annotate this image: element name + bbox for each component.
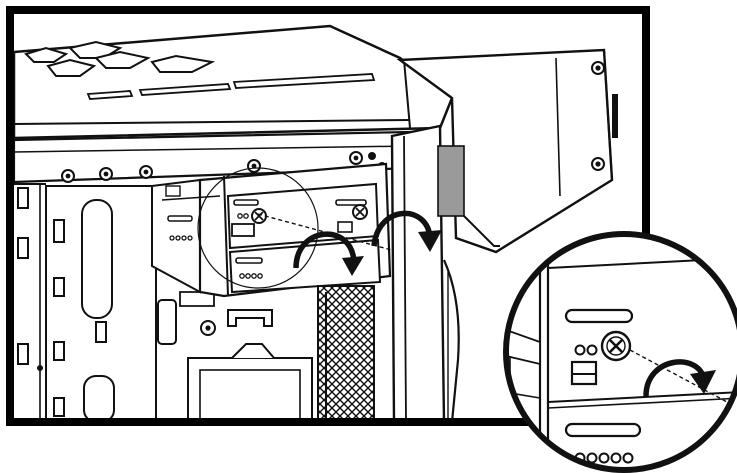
case-top-panel [14, 24, 454, 140]
callout-magnified-detail [503, 231, 737, 473]
magnify-source-circle [197, 167, 319, 289]
hinge-bracket [437, 145, 465, 217]
main-view [6, 6, 650, 426]
rotate-clockwise-arrow-1 [293, 231, 364, 276]
side-panel-door [396, 48, 618, 254]
callout-screw-axis [629, 349, 737, 411]
motherboard-tray [14, 183, 313, 418]
top-vent-hexagons [24, 40, 216, 77]
panel-latch [612, 94, 618, 138]
callout-tray-slot [564, 308, 634, 324]
upper-drive-tray [226, 182, 380, 250]
drive-bay-cage [151, 162, 392, 418]
rotate-arrows [293, 210, 442, 276]
callout-screw [600, 330, 632, 362]
rail-screws [61, 151, 386, 183]
callout-ring [503, 231, 737, 473]
screw-axis-line [257, 213, 437, 263]
case-front-frame [390, 124, 460, 418]
top-slots [86, 73, 376, 100]
callout-rotate-clockwise-arrow [643, 359, 716, 397]
rotate-clockwise-arrow-2 [371, 210, 442, 252]
